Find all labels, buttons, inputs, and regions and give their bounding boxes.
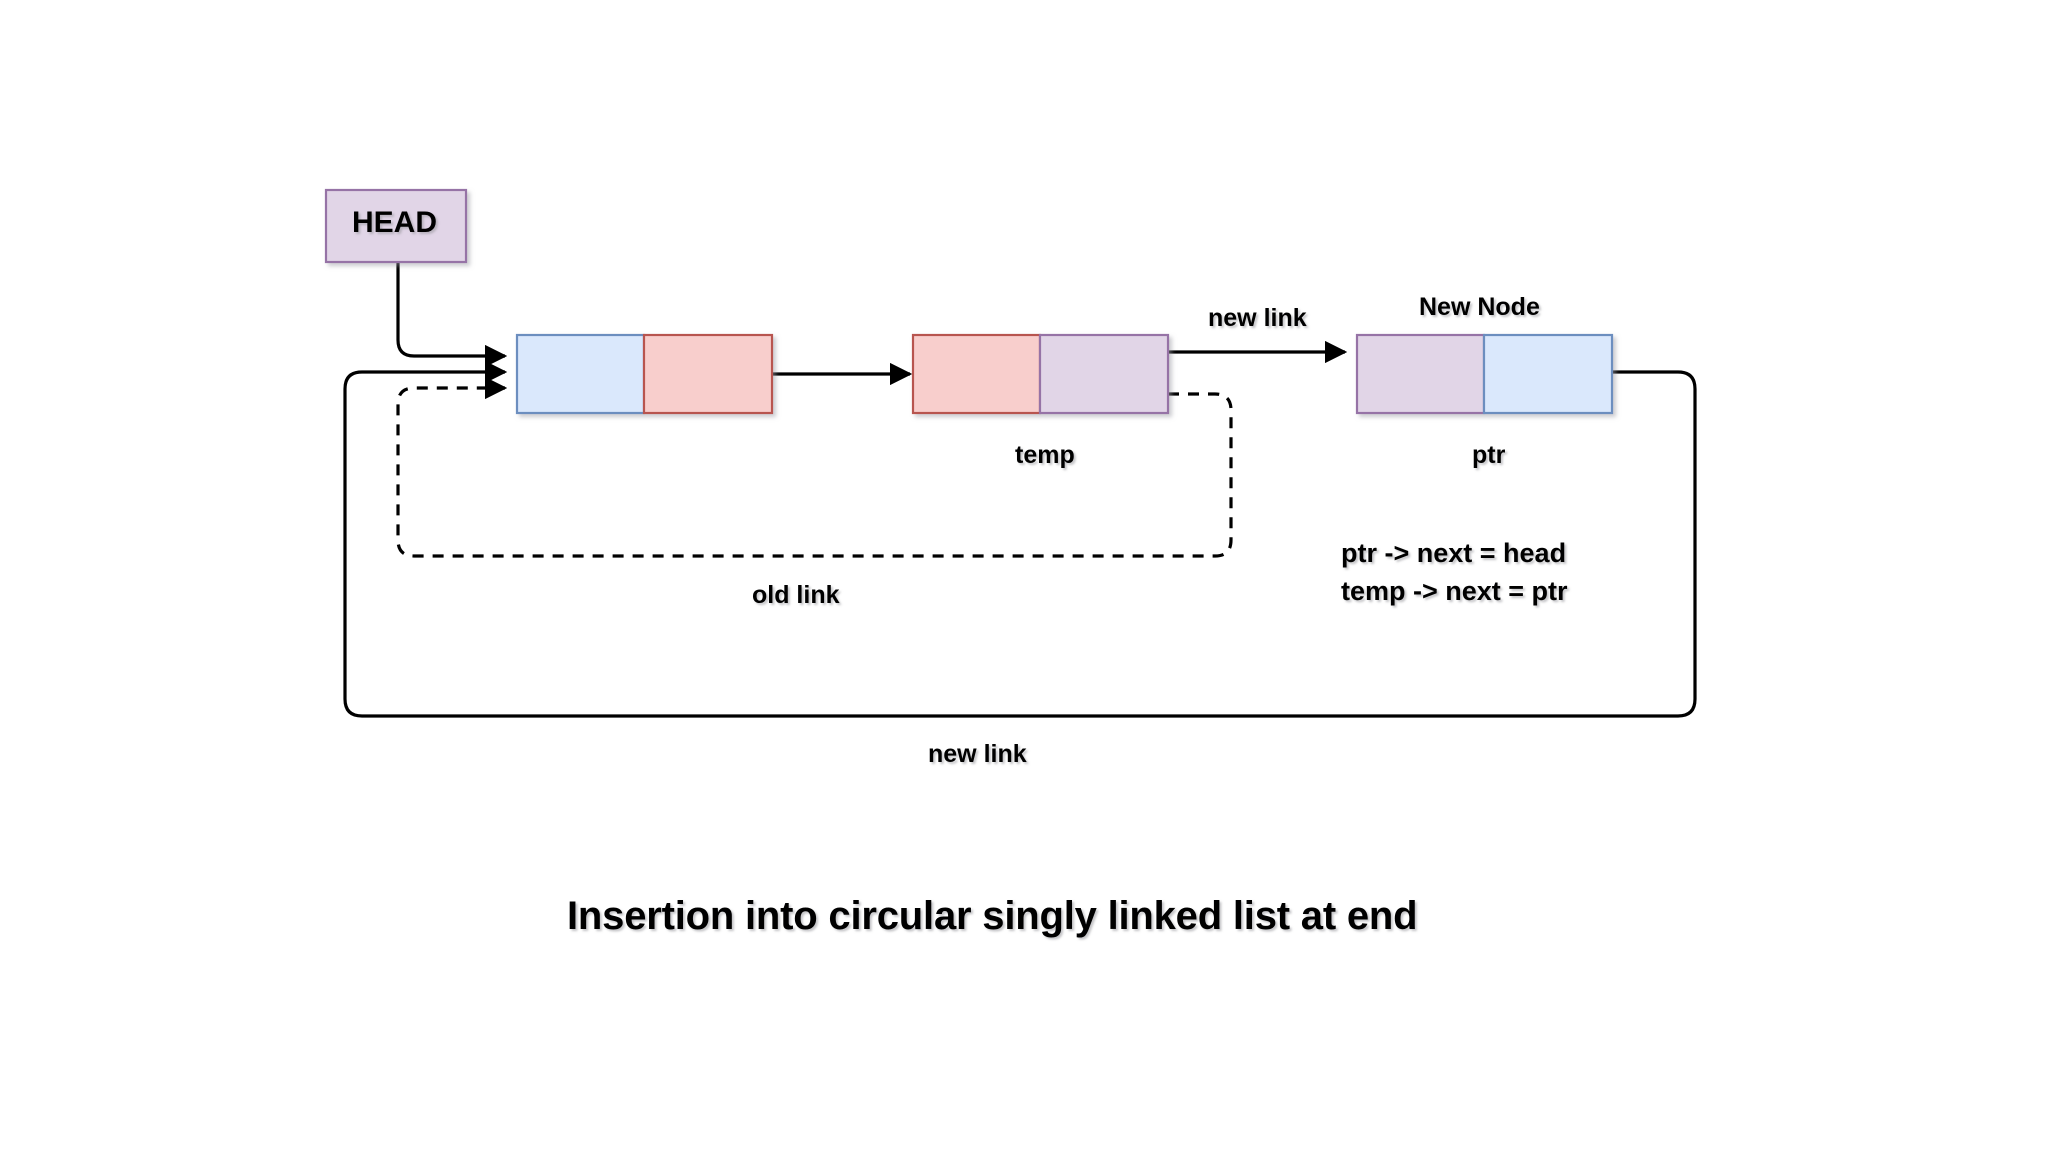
node-temp[interactable] [911,333,1170,415]
head-to-first-connector [396,262,508,368]
node-first-pointer-cell [642,333,774,415]
diagram-title: Insertion into circular singly linked li… [567,894,1418,938]
head-box-label: HEAD [352,206,438,239]
node-temp-label: temp [1015,441,1075,469]
node-new[interactable] [1355,333,1614,415]
node-first-data-cell [515,333,646,415]
code-line-1: ptr -> next = head [1341,538,1567,568]
new-link-bottom-label: new link [928,740,1027,768]
node-new-label: ptr [1472,441,1506,469]
node-temp-pointer-cell [1038,333,1170,415]
new-link-top-label: new link [1208,304,1307,332]
old-link-connector [396,376,1233,558]
node-new-title-label: New Node [1419,293,1540,321]
node-first[interactable] [515,333,774,415]
node-new-pointer-cell [1482,333,1614,415]
node-new-data-cell [1355,333,1486,415]
node-temp-data-cell [911,333,1042,415]
code-line-2: temp -> next = ptr [1341,576,1568,606]
old-link-label: old link [752,581,840,609]
